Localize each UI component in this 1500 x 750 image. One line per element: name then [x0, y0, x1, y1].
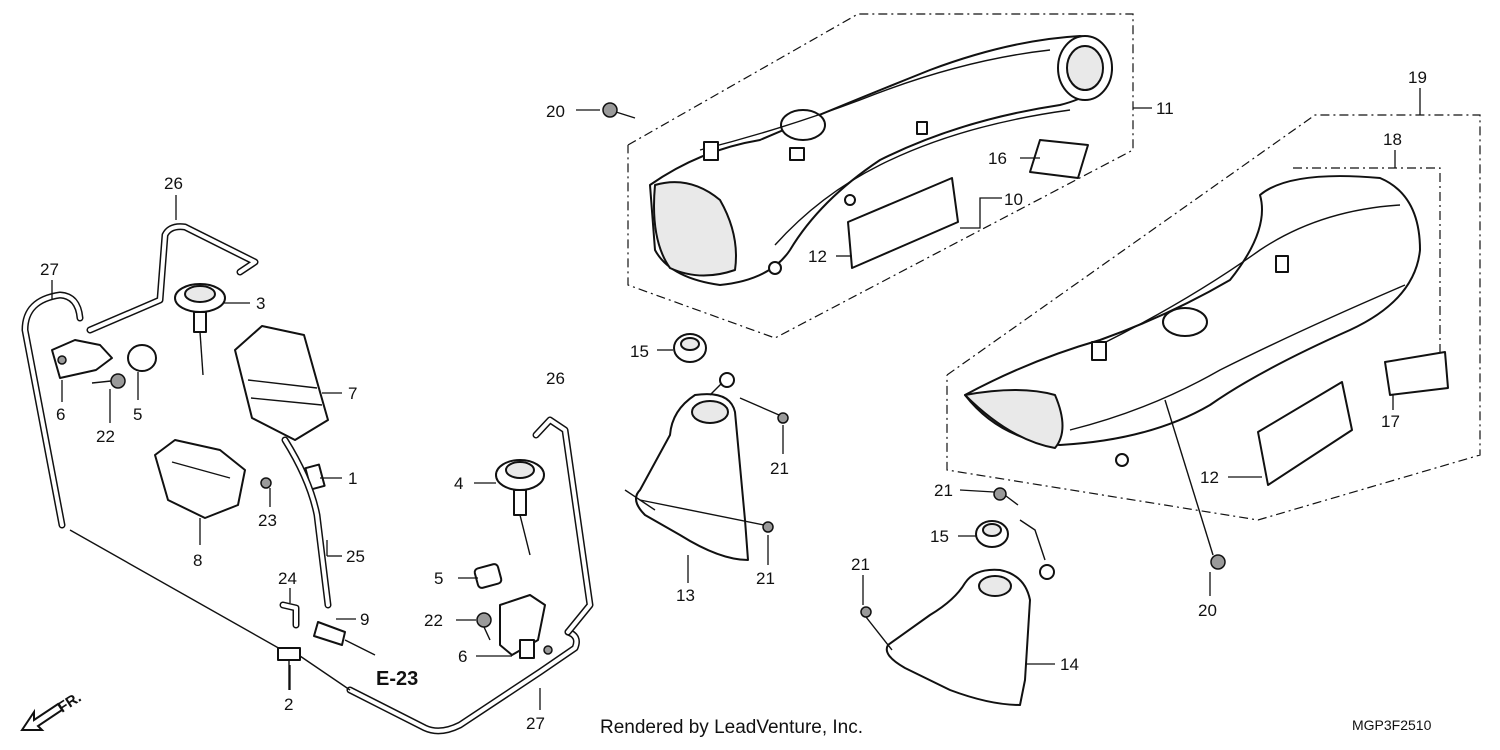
callout-27a: 27 [40, 260, 59, 279]
vacuum-hose-left-group [21, 223, 580, 735]
callout-4: 4 [454, 474, 463, 493]
leader-lines [51, 88, 1421, 710]
callout-20a: 20 [546, 102, 565, 121]
callout-3: 3 [256, 294, 265, 313]
callout-6a: 6 [56, 405, 65, 424]
callout-20b: 20 [1198, 601, 1217, 620]
callout-16: 16 [988, 149, 1007, 168]
callouts: 20 11 16 10 12 19 18 17 12 20 15 21 21 1… [40, 68, 1427, 733]
callout-23: 23 [258, 511, 277, 530]
cover-bracket-14 [860, 487, 1055, 706]
callout-15a: 15 [630, 342, 649, 361]
callout-17: 17 [1381, 412, 1400, 431]
callout-19: 19 [1408, 68, 1427, 87]
callout-21d: 21 [851, 555, 870, 574]
air-duct-right-group [946, 114, 1481, 570]
front-direction-marker: FR. [20, 689, 84, 731]
callout-15b: 15 [930, 527, 949, 546]
callout-11: 11 [1156, 99, 1174, 118]
callout-14: 14 [1060, 655, 1079, 674]
reference-label: E-23 [376, 668, 418, 690]
vacuum-center-group [473, 416, 594, 659]
air-duct-upper-group [602, 13, 1134, 339]
callout-8: 8 [193, 551, 202, 570]
callout-1: 1 [348, 469, 357, 488]
arrow-icon [20, 702, 64, 731]
callout-27b: 27 [526, 714, 545, 733]
callout-5a: 5 [133, 405, 142, 424]
cover-bracket-13 [624, 333, 789, 561]
callout-5b: 5 [434, 569, 443, 588]
callout-10: 10 [1004, 190, 1023, 209]
callout-18: 18 [1383, 130, 1402, 149]
callout-7: 7 [348, 384, 357, 403]
callout-13: 13 [676, 586, 695, 605]
callout-24: 24 [278, 569, 297, 588]
callout-21a: 21 [770, 459, 789, 478]
callout-2: 2 [284, 695, 293, 714]
callout-26b: 26 [546, 369, 565, 388]
callout-22b: 22 [424, 611, 443, 630]
diagram-code: MGP3F2510 [1352, 717, 1432, 733]
credit-text: Rendered by LeadVenture, Inc. [600, 717, 863, 738]
callout-9: 9 [360, 610, 369, 629]
callout-21c: 21 [934, 481, 953, 500]
callout-12b: 12 [1200, 468, 1219, 487]
callout-12a: 12 [808, 247, 827, 266]
callout-6b: 6 [458, 647, 467, 666]
callout-26a: 26 [164, 174, 183, 193]
callout-25: 25 [346, 547, 365, 566]
callout-21b: 21 [756, 569, 775, 588]
callout-22a: 22 [96, 427, 115, 446]
